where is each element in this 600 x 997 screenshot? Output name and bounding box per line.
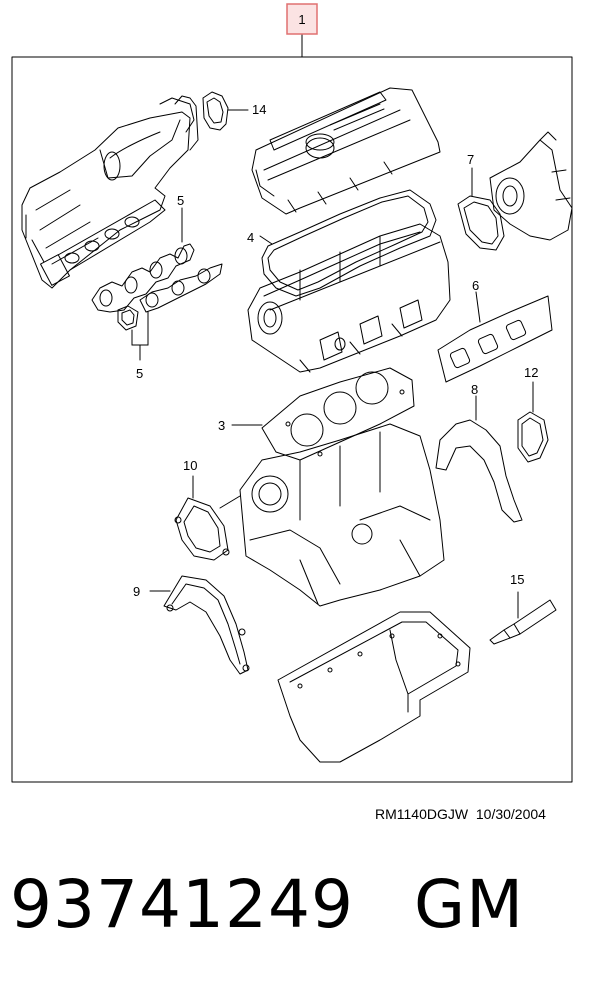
valve-cover-drawing (251, 87, 441, 215)
exhaust-gasket-drawing (437, 295, 553, 383)
callout-1: 1 (298, 12, 305, 27)
callout-14: 14 (252, 102, 266, 117)
timing-gasket-drawing (435, 419, 523, 523)
sealant-tube-drawing (489, 599, 557, 645)
oil-pump-gasket-drawing (163, 575, 250, 675)
drawing-date: 10/30/2004 (475, 806, 546, 822)
intake-gasket-upper-drawing (91, 243, 195, 313)
callout-4: 4 (247, 230, 254, 245)
intake-manifold-drawing (21, 95, 199, 289)
callout-5-upper: 5 (177, 193, 184, 208)
callout-7: 7 (467, 152, 474, 167)
callout-9: 9 (133, 584, 140, 599)
callout-3: 3 (218, 418, 225, 433)
diagram-frame (11, 56, 573, 783)
callout-5-lower: 5 (136, 366, 143, 381)
drawing-reference: RM1140DGJW 10/30/2004 (375, 806, 546, 822)
callout-10: 10 (183, 458, 197, 473)
thermostat-housing-drawing (457, 131, 573, 251)
intake-gasket-lower-drawing (117, 263, 223, 331)
assembly-callout-box (286, 3, 318, 35)
head-gasket-drawing (261, 367, 415, 461)
callout-15: 15 (510, 572, 524, 587)
gasket-12-drawing (517, 411, 549, 463)
callout-8: 8 (471, 382, 478, 397)
callout-6: 6 (472, 278, 479, 293)
gasket-14-drawing (202, 91, 229, 131)
exploded-parts-diagram: 1 14 5 5 4 7 6 3 8 12 10 9 15 (11, 3, 573, 783)
engine-block-drawing (219, 423, 445, 607)
oil-pan-drawing (277, 611, 471, 763)
water-pump-gasket-drawing (174, 497, 230, 561)
valve-cover-gasket-drawing (261, 189, 437, 297)
drawing-code: RM1140DGJW (375, 806, 469, 822)
cylinder-head-drawing (247, 223, 451, 373)
callout-12: 12 (524, 365, 538, 380)
part-number: 93741249 (10, 866, 354, 943)
part-brand: GM (413, 866, 525, 943)
